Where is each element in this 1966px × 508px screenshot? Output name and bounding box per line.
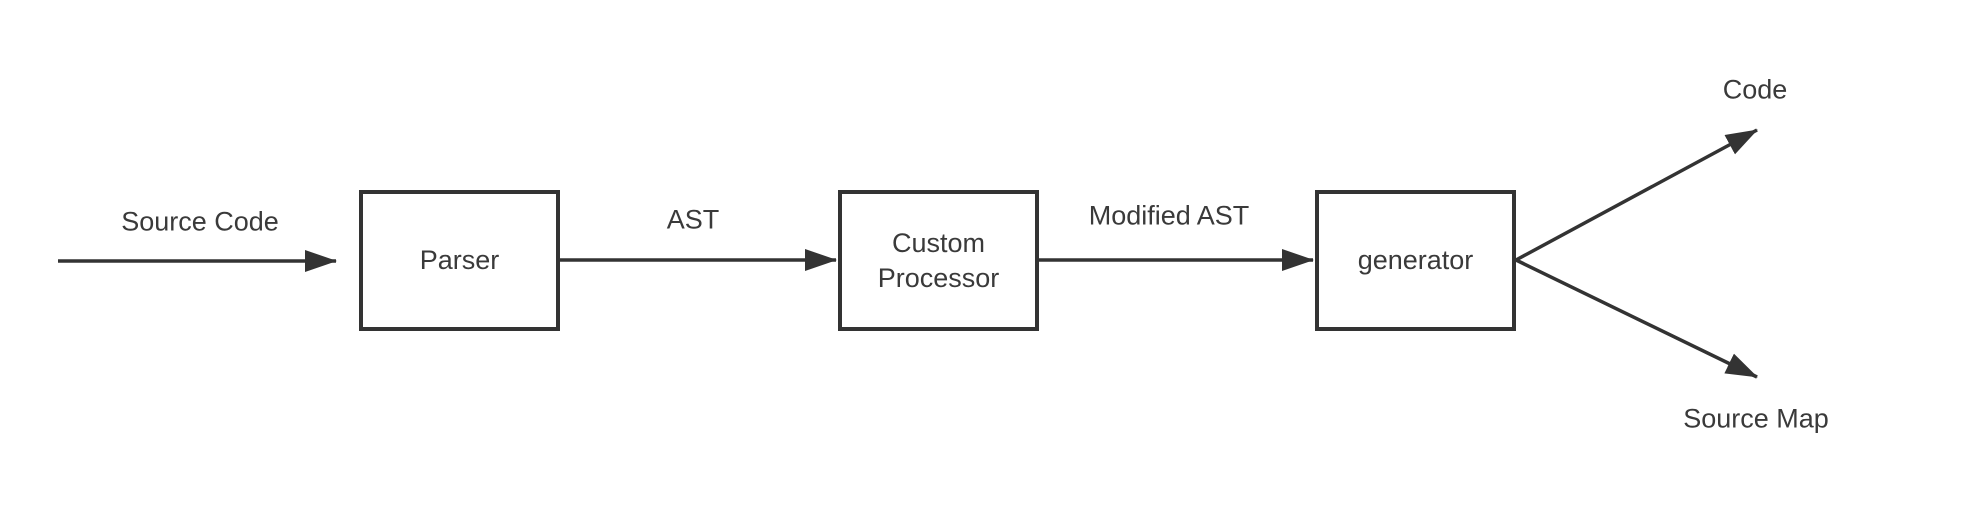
node-generator-label: generator [1357,245,1474,276]
node-parser-label: Parser [419,245,500,276]
edge-label-source-map: Source Map [1681,403,1831,435]
edge-label-code: Code [1720,74,1790,106]
edge-label-modified-ast: Modified AST [1086,200,1252,232]
edge-label-source-code: Source Code [119,206,281,238]
node-custom-processor-label: Custom Processor [877,228,1000,293]
edge-label-ast: AST [664,204,722,236]
node-parser: Parser [359,190,560,331]
node-custom-processor: Custom Processor [838,190,1039,331]
node-generator: generator [1315,190,1516,331]
arrow-generator-to-code [1515,128,1758,262]
arrow-generator-to-source-map [1515,258,1758,379]
